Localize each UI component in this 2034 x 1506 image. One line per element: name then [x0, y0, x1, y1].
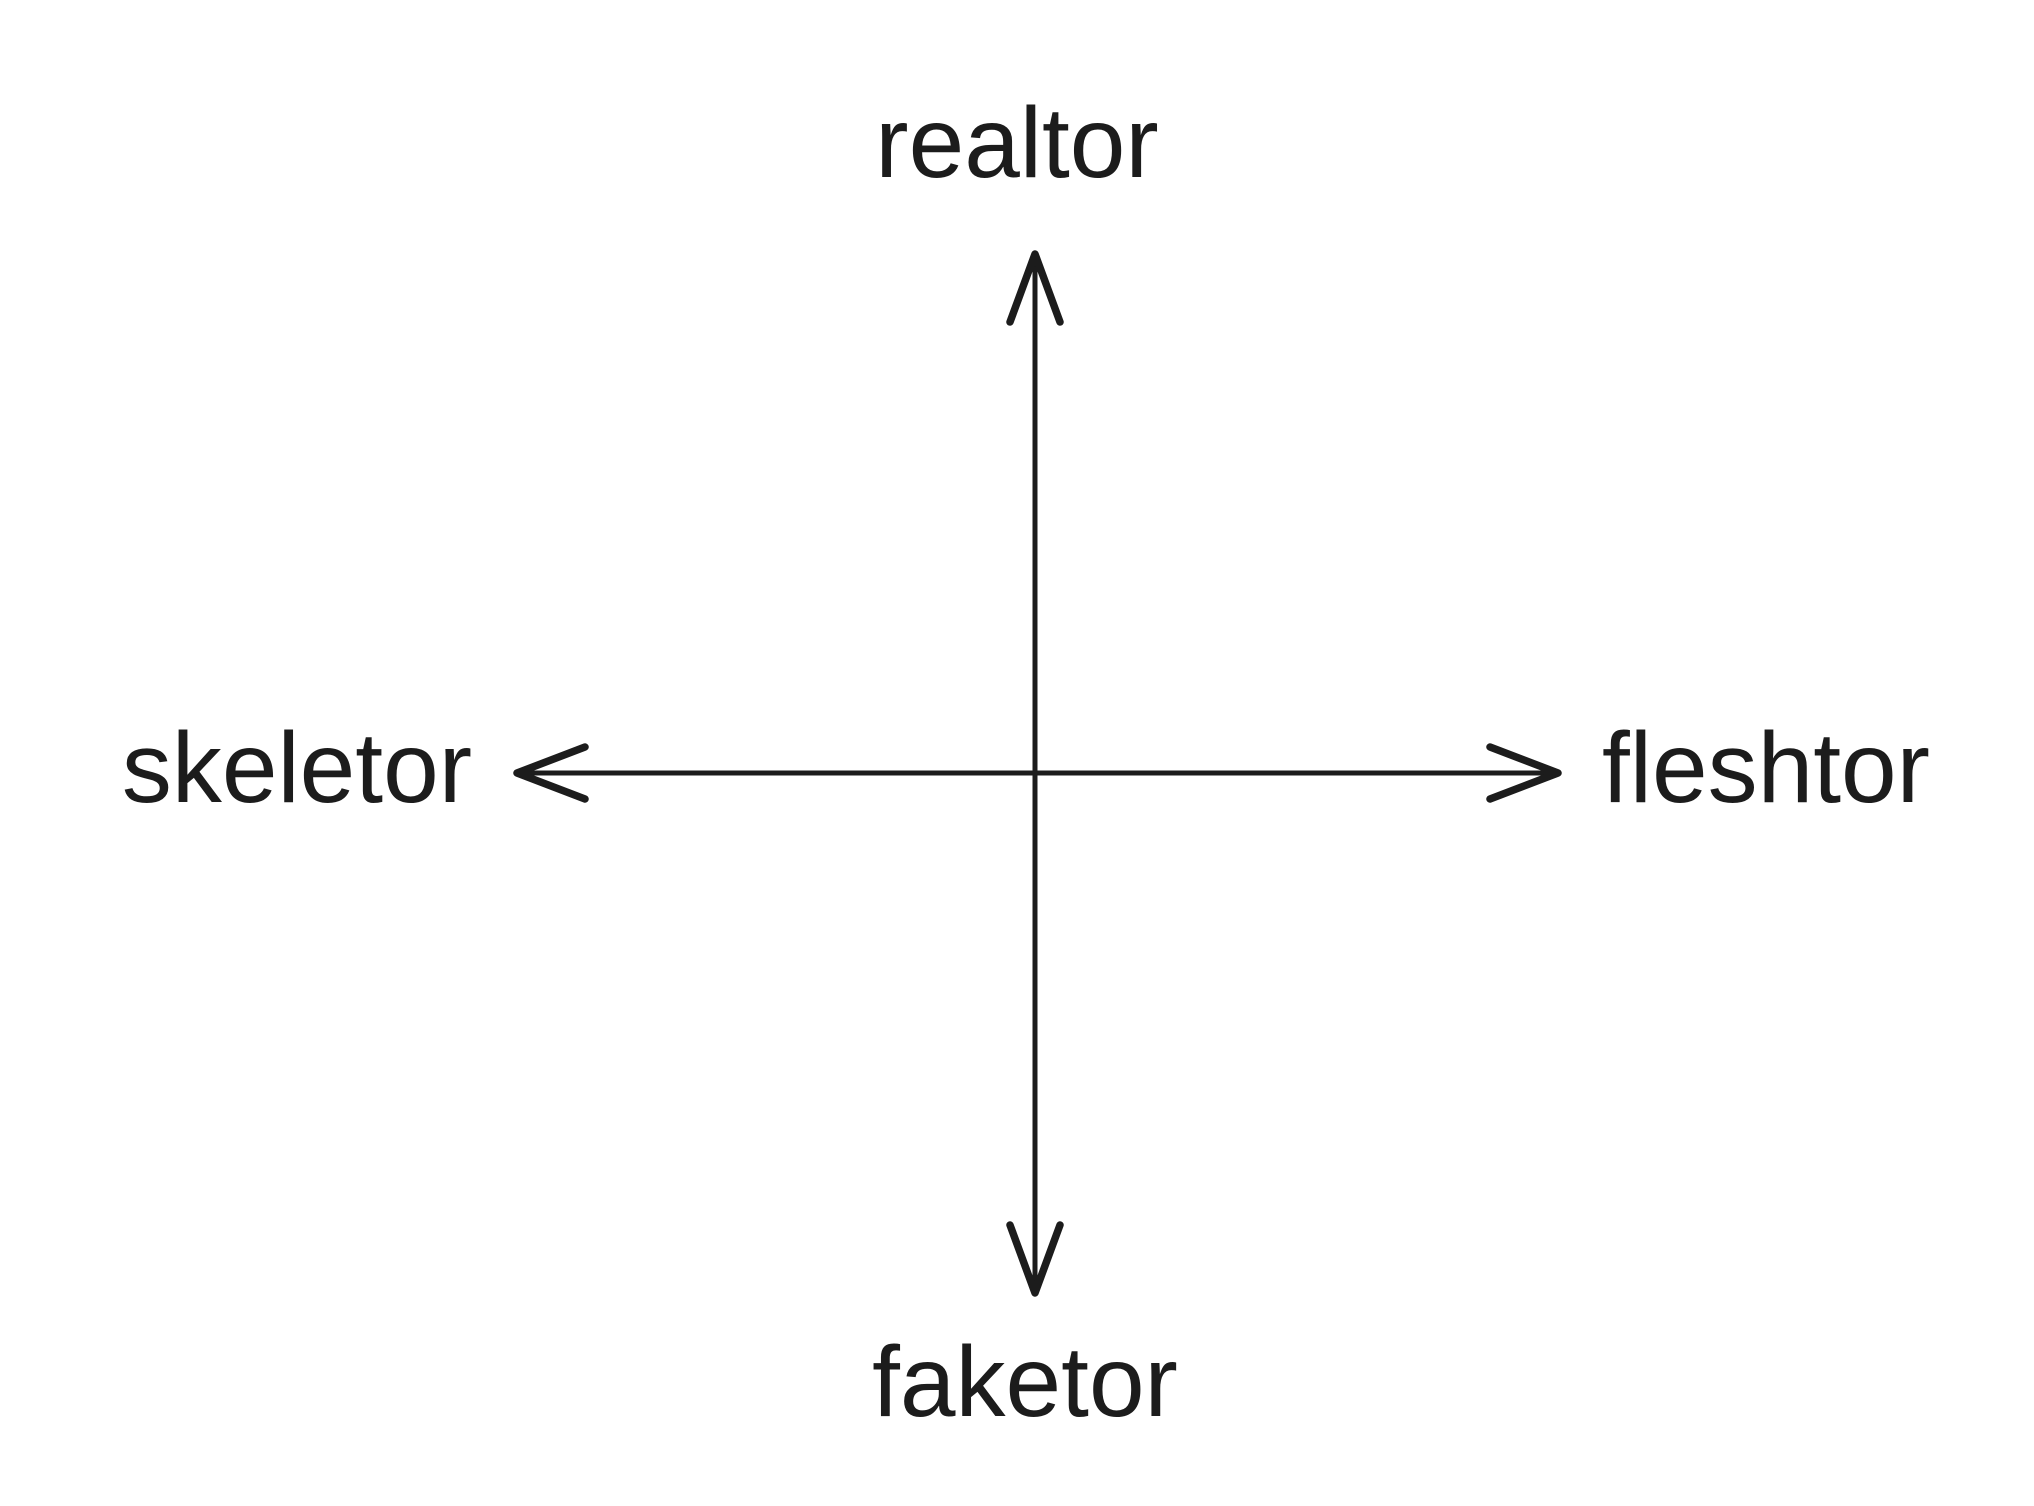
left-arrowhead-icon — [513, 743, 589, 803]
down-arrowhead-icon — [1006, 1221, 1064, 1297]
bottom-axis-label: faketor — [872, 1326, 1178, 1438]
right-axis-label: fleshtor — [1602, 712, 1930, 824]
right-arrowhead-icon — [1486, 743, 1562, 803]
left-axis-label: skeletor — [121, 712, 472, 824]
up-arrowhead-icon — [1006, 250, 1064, 326]
top-axis-label: realtor — [875, 87, 1159, 199]
